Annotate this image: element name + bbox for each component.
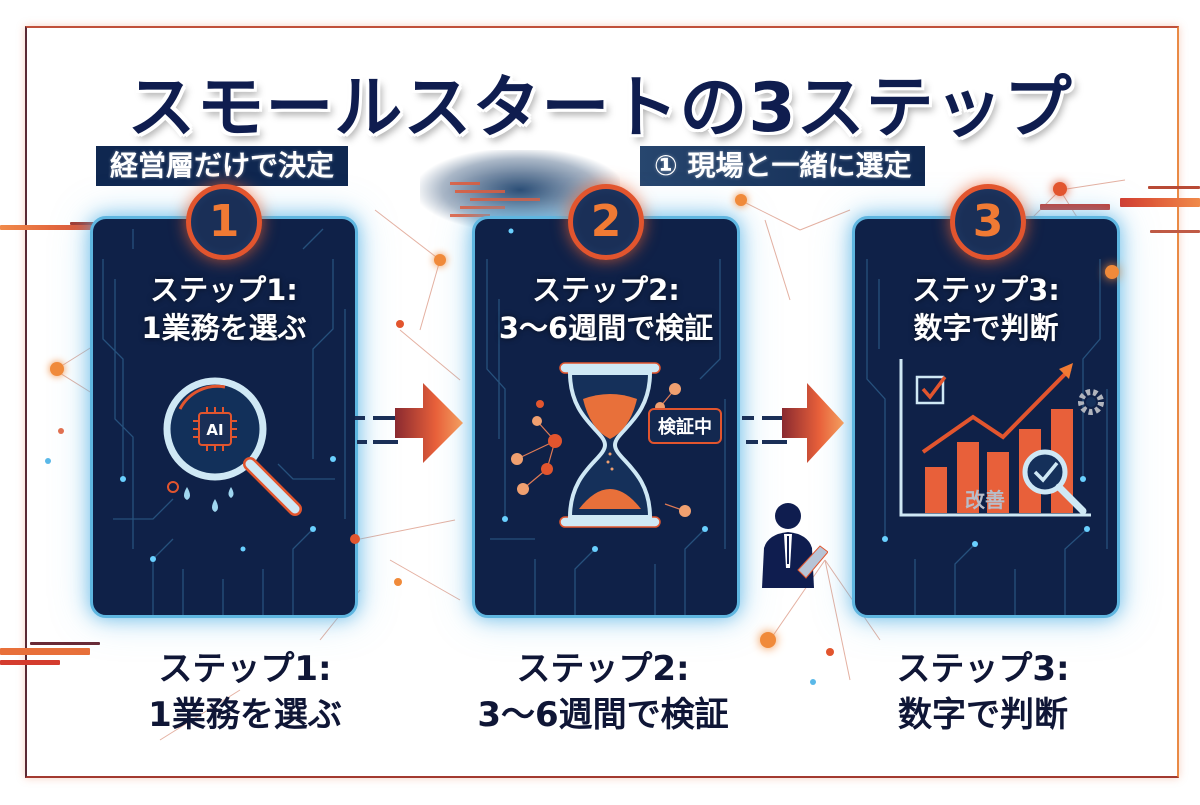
banner-management-only: 経営層だけで決定 (96, 146, 349, 186)
card-title-line2: 3〜6週間で検証 (498, 311, 714, 345)
glitch-bar (1150, 230, 1200, 233)
card-title: ステップ1: 1業務を選ぶ (93, 271, 355, 347)
code-line (455, 190, 505, 193)
network-node (810, 679, 816, 685)
network-node (735, 194, 747, 206)
step-card-1: ステップ1: 1業務を選ぶ AI (90, 216, 358, 618)
code-line (450, 182, 480, 185)
verifying-tag: 検証中 (648, 408, 722, 444)
code-line (450, 214, 490, 217)
network-node (58, 428, 64, 434)
step-number-badge-3: 3 (950, 184, 1026, 260)
network-node (396, 320, 404, 328)
card-title: ステップ2: 3〜6週間で検証 (475, 271, 737, 347)
card-title-line1: ステップ3: (912, 273, 1060, 307)
circuit-pattern (866, 259, 1108, 615)
network-node (1053, 182, 1067, 196)
banner-select-with-field: ① 現場と一緒に選定 (640, 146, 926, 186)
code-line (470, 198, 540, 201)
glitch-bar (70, 222, 100, 225)
glitch-bar (30, 642, 100, 645)
circuit-pattern (486, 228, 726, 615)
step-card-2: ステップ2: 3〜6週間で検証 検証中 (472, 216, 740, 618)
card-title: ステップ3: 数字で判断 (855, 271, 1117, 347)
arrow-right-icon (355, 383, 463, 463)
network-node (350, 534, 360, 544)
glitch-bar (0, 660, 60, 665)
step-label-line1: ステップ2: (516, 649, 690, 689)
card-title-line1: ステップ2: (532, 273, 680, 307)
hourglass-icon (511, 362, 691, 528)
step-label-3: ステップ3: 数字で判断 (823, 646, 1143, 738)
network-node (760, 632, 776, 648)
network-node (826, 648, 834, 656)
step-label-line1: ステップ1: (158, 649, 332, 689)
network-node (50, 362, 64, 376)
step-label-line2: 3〜6週間で検証 (477, 695, 729, 735)
arrow-right-icon (742, 383, 844, 463)
card-title-line1: ステップ1: (150, 273, 298, 307)
ai-chip-label: AI (206, 421, 223, 439)
glitch-bar (0, 648, 90, 655)
network-node (434, 254, 446, 266)
improvement-caption: 改善 (965, 488, 1005, 512)
businessman-tablet-icon (762, 503, 828, 588)
magnifier-ai-chip-icon: AI (163, 377, 302, 516)
glitch-bar (1120, 198, 1200, 207)
outer-frame (25, 26, 1179, 778)
step-label-line2: 数字で判断 (898, 695, 1068, 735)
glitch-bar (0, 225, 120, 230)
bar-chart-growth-icon (899, 359, 1104, 517)
step-label-line1: ステップ3: (896, 649, 1070, 689)
step-label-1: ステップ1: 1業務を選ぶ (85, 646, 405, 738)
card-title-line2: 1業務を選ぶ (141, 311, 307, 345)
step-number-badge-1: 1 (186, 184, 262, 260)
step-card-3: ステップ3: 数字で判断 改善 (852, 216, 1120, 618)
network-node (1105, 265, 1119, 279)
page-title: スモールスタートの3ステップ (127, 69, 1073, 148)
step-label-line2: 1業務を選ぶ (148, 695, 342, 735)
network-node (394, 578, 402, 586)
circuit-pattern (102, 228, 346, 615)
network-node (45, 458, 51, 464)
step-number-badge-2: 2 (568, 184, 644, 260)
code-line (460, 206, 505, 209)
step-label-2: ステップ2: 3〜6週間で検証 (443, 646, 763, 738)
glitch-bar (1040, 204, 1110, 210)
card-title-line2: 数字で判断 (913, 311, 1059, 345)
glitch-bar (1148, 186, 1200, 189)
